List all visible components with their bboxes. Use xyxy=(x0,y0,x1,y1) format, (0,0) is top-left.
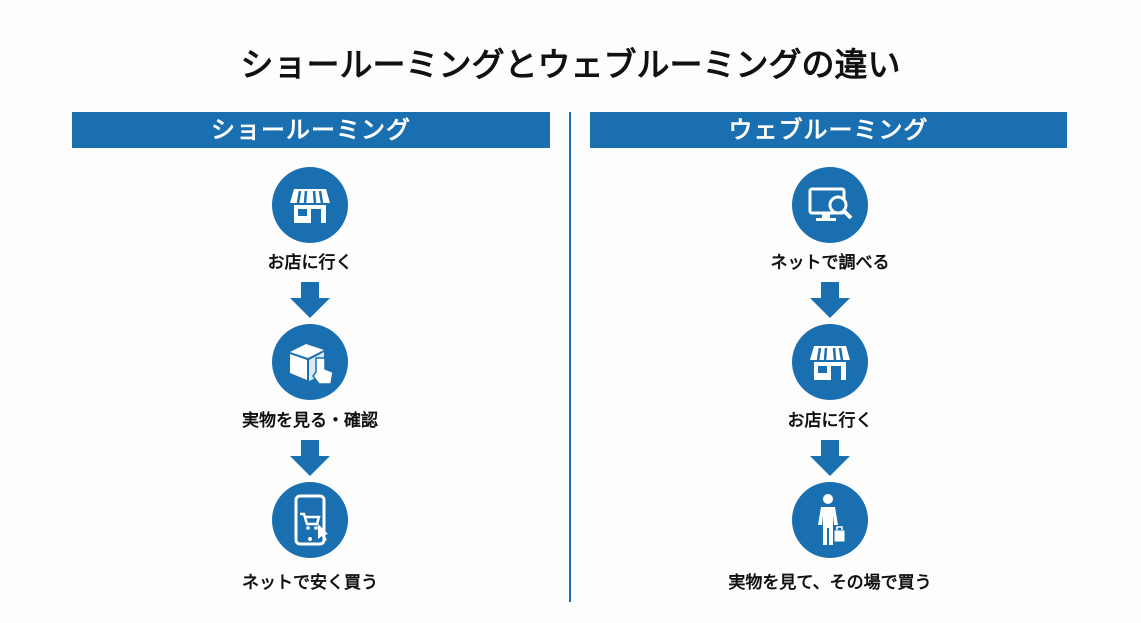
step-label: 実物を見る・確認 xyxy=(242,411,378,431)
storefront-icon xyxy=(272,167,348,243)
header-showrooming: ショールーミング xyxy=(72,112,550,148)
step-label: 実物を見て、その場で買う xyxy=(728,573,932,593)
step-label: ネットで安く買う xyxy=(242,573,378,593)
page-title: ショールーミングとウェブルーミングの違い xyxy=(240,45,901,84)
step-label: ネットで調べる xyxy=(770,253,890,273)
step-label: お店に行く xyxy=(787,411,873,431)
down-arrow-icon xyxy=(290,440,330,476)
smartphone-cart-icon xyxy=(272,482,348,558)
down-arrow-icon xyxy=(810,440,850,476)
monitor-search-icon xyxy=(792,167,868,243)
step-label: お店に行く xyxy=(267,253,353,273)
column-divider xyxy=(569,112,571,602)
down-arrow-icon xyxy=(810,282,850,318)
box-touch-icon xyxy=(272,324,348,400)
shopper-bag-icon xyxy=(792,482,868,558)
header-webrooming: ウェブルーミング xyxy=(590,112,1067,148)
storefront-icon xyxy=(792,324,868,400)
down-arrow-icon xyxy=(290,282,330,318)
